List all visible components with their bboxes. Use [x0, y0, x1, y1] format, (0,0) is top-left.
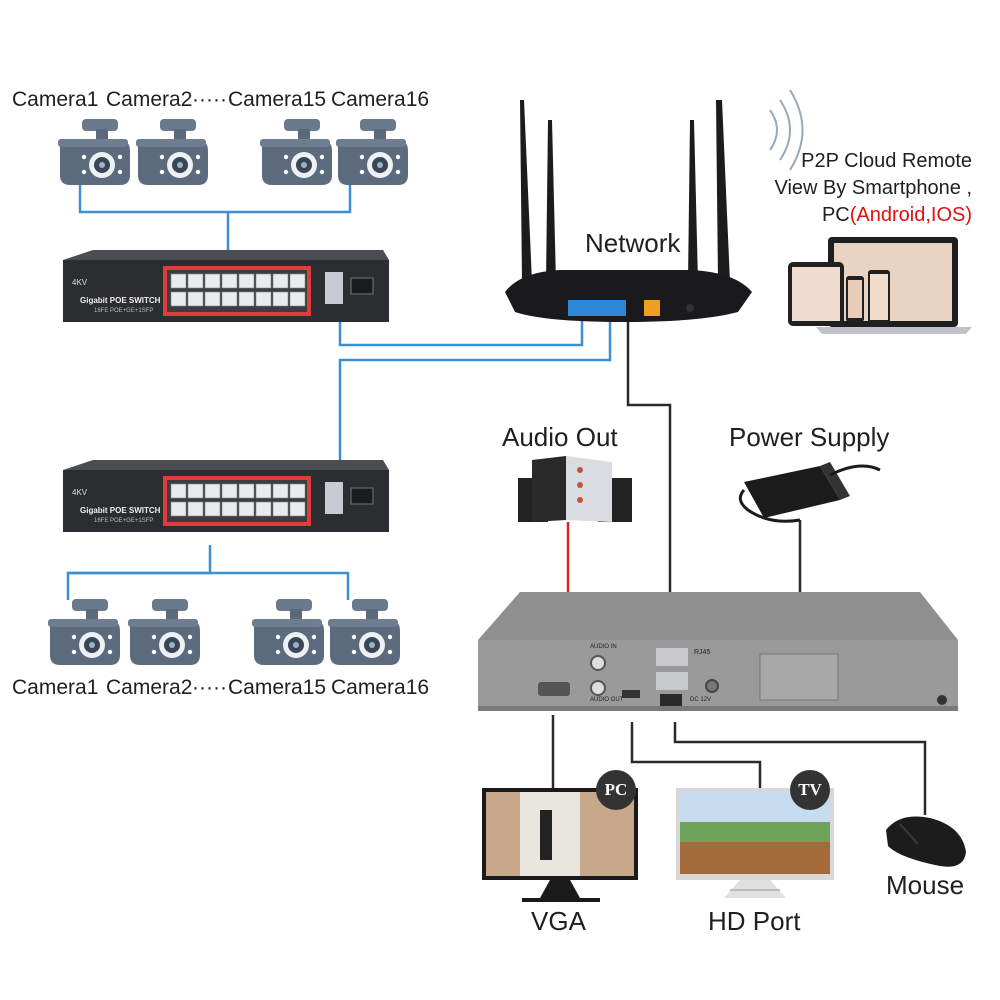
network-label: Network	[585, 228, 681, 258]
camera-icon	[260, 119, 332, 185]
mouse-label: Mouse	[886, 870, 965, 900]
ethernet-cables	[66, 185, 612, 600]
switch-port	[204, 291, 221, 307]
switch-port	[221, 501, 238, 517]
p2p-line-3-os: (Android,IOS)	[849, 204, 972, 226]
switch-port	[272, 273, 289, 289]
smart-devices-icon	[788, 237, 972, 334]
switch-port	[255, 291, 272, 307]
switch-port	[255, 483, 272, 499]
switch-port	[170, 273, 187, 289]
poe-switch-bottom	[62, 459, 390, 533]
switch-port	[221, 273, 238, 289]
vga-label: VGA	[531, 906, 586, 936]
switch-port	[170, 291, 187, 307]
power-supply-label: Power Supply	[729, 422, 890, 452]
nvr-audio-out-label: AUDIO OUT	[590, 697, 624, 703]
dark-cables	[551, 318, 927, 815]
bottom-camera-label-2: Camera2	[106, 676, 193, 699]
top-camera-label-1: Camera1	[12, 88, 99, 111]
switch-port	[170, 501, 187, 517]
switch-bottom-title: Gigabit POE SWITCH	[80, 506, 161, 515]
camera-icon	[48, 599, 120, 665]
camera-icon	[58, 119, 130, 185]
switch-port	[238, 501, 255, 517]
p2p-line-3-prefix: PC	[821, 204, 850, 226]
poe-switch-top	[62, 249, 390, 323]
switch-port	[289, 501, 306, 517]
switch-port	[255, 501, 272, 517]
camera-icon	[336, 119, 408, 185]
switch-port	[272, 501, 289, 517]
top-camera-label-15: Camera15	[228, 88, 327, 111]
switch-port	[221, 291, 238, 307]
bottom-camera-label-16: Camera16	[331, 676, 430, 699]
switch-top-spec: 16FE POE+GE+1SFP	[94, 308, 154, 314]
switch-port	[289, 483, 306, 499]
camera-icon	[128, 599, 200, 665]
p2p-remote-text: P2P Cloud Remote View By Smartphone , PC…	[774, 148, 972, 229]
nvr-dc-label: DC 12V	[690, 697, 712, 703]
switch-port	[289, 273, 306, 289]
top-camera-group	[58, 119, 408, 185]
camera-icon	[328, 599, 400, 665]
hd-port-label: HD Port	[708, 906, 801, 936]
switch-port	[187, 483, 204, 499]
switch-port	[238, 291, 255, 307]
switch-port	[272, 483, 289, 499]
switch-port	[187, 273, 204, 289]
camera-icon	[252, 599, 324, 665]
switch-port	[187, 501, 204, 517]
switch-bottom-brand: 4KV	[72, 488, 88, 497]
p2p-line-3: PC(Android,IOS)	[774, 202, 972, 229]
switch-port	[238, 273, 255, 289]
switch-port	[289, 291, 306, 307]
bottom-camera-label-15: Camera15	[228, 676, 327, 699]
router-icon	[505, 89, 804, 322]
switch-bottom-spec: 16FE POE+GE+1SFP	[94, 518, 154, 524]
nvr-rj45-label: RJ45	[694, 649, 711, 656]
top-camera-label-16: Camera16	[331, 88, 430, 111]
nvr-audio-in-label: AUDIO IN	[590, 644, 617, 650]
switch-port	[204, 483, 221, 499]
switch-port	[272, 291, 289, 307]
p2p-line-1: P2P Cloud Remote	[801, 150, 972, 172]
switch-top-brand: 4KV	[72, 278, 88, 287]
switch-top-title: Gigabit POE SWITCH	[80, 296, 161, 305]
vga-monitor-icon	[482, 788, 638, 902]
switch-port	[170, 483, 187, 499]
tv-badge: TV	[790, 770, 830, 810]
camera-icon	[136, 119, 208, 185]
switch-port	[204, 501, 221, 517]
speaker-icon	[518, 456, 632, 522]
switch-port	[255, 273, 272, 289]
bottom-camera-group	[48, 599, 400, 665]
mouse-icon	[886, 816, 966, 867]
switch-port	[221, 483, 238, 499]
switch-port	[204, 273, 221, 289]
p2p-line-2: View By Smartphone ,	[774, 177, 972, 199]
switch-port	[238, 483, 255, 499]
bottom-camera-ellipsis: ······	[192, 676, 234, 699]
top-camera-label-2: Camera2	[106, 88, 193, 111]
bottom-camera-label-1: Camera1	[12, 676, 99, 699]
top-camera-ellipsis: ······	[192, 88, 234, 111]
pc-badge: PC	[596, 770, 636, 810]
audio-out-label: Audio Out	[502, 422, 618, 452]
switch-port	[187, 291, 204, 307]
power-adapter-icon	[738, 462, 881, 523]
nvr-recorder	[478, 592, 958, 711]
